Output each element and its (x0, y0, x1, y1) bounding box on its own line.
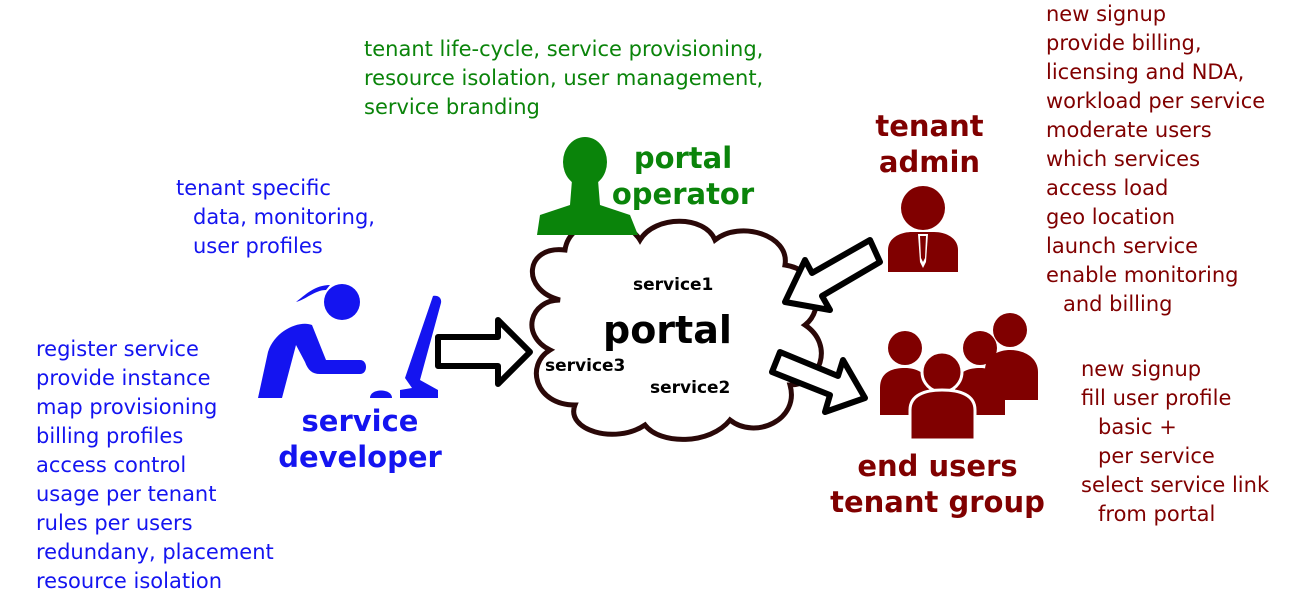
service1-label: service1 (633, 275, 714, 295)
label-line: tenant (875, 109, 984, 143)
note: which services (1046, 147, 1201, 171)
note: workload per service (1046, 89, 1266, 113)
note: service branding (364, 95, 540, 119)
label-line: end users (857, 449, 1018, 483)
label-line: admin (878, 145, 981, 179)
label-line: service (301, 404, 419, 438)
note: geo location (1046, 205, 1176, 229)
note: usage per tenant (36, 482, 217, 506)
arrow-portal-to-users (769, 349, 868, 415)
note: provide billing, (1046, 31, 1202, 55)
note: enable monitoring (1046, 263, 1239, 287)
note: licensing and NDA, (1046, 60, 1245, 84)
label-line: operator (611, 177, 755, 211)
end-users-notes: new signup fill user profile basic + per se… (1081, 355, 1269, 529)
arrow-admin-to-portal (782, 237, 883, 313)
note: new signup (1081, 357, 1202, 381)
service2-label: service2 (650, 378, 731, 398)
note: launch service (1046, 234, 1199, 258)
note: access load (1046, 176, 1169, 200)
note: from portal (1098, 502, 1216, 526)
note: resource isolation (36, 569, 223, 593)
note: basic + (1098, 415, 1177, 439)
note: redundany, placement (36, 540, 274, 564)
note: select service link (1081, 473, 1270, 497)
note: and billing (1063, 292, 1173, 316)
label-line: developer (278, 440, 442, 474)
label-line: tenant group (830, 485, 1045, 519)
note: user profiles (193, 234, 323, 258)
user-group-icon (880, 313, 1038, 442)
note: map provisioning (36, 395, 218, 419)
note: tenant specific (176, 176, 331, 200)
arrow-developer-to-portal (435, 317, 533, 387)
label-line: portal (633, 141, 733, 175)
tenant-admin-notes: new signup provide billing, licensing and … (1046, 0, 1265, 319)
person-silhouette-icon (537, 137, 638, 235)
note: rules per users (36, 511, 193, 535)
service3-label: service3 (545, 356, 626, 376)
note: fill user profile (1081, 386, 1232, 410)
note: resource isolation, user management, (364, 66, 764, 90)
businessman-icon (888, 186, 958, 272)
note: moderate users (1046, 118, 1212, 142)
note: access control (36, 453, 187, 477)
note: billing profiles (36, 424, 184, 448)
portal-title: portal (603, 308, 732, 352)
note: new signup (1046, 2, 1167, 26)
note: tenant life-cycle, service provisioning, (364, 37, 764, 61)
developer-notes: register service provide instance map prov… (36, 335, 274, 596)
woman-at-computer-icon (258, 284, 442, 398)
note: register service (36, 337, 199, 361)
note: provide instance (36, 366, 211, 390)
developer-top-notes: tenant specific data, monitoring, user pro… (176, 174, 375, 261)
note: data, monitoring, (193, 205, 375, 229)
operator-notes: tenant life-cycle, service provisioning,… (364, 35, 763, 122)
note: per service (1098, 444, 1215, 468)
